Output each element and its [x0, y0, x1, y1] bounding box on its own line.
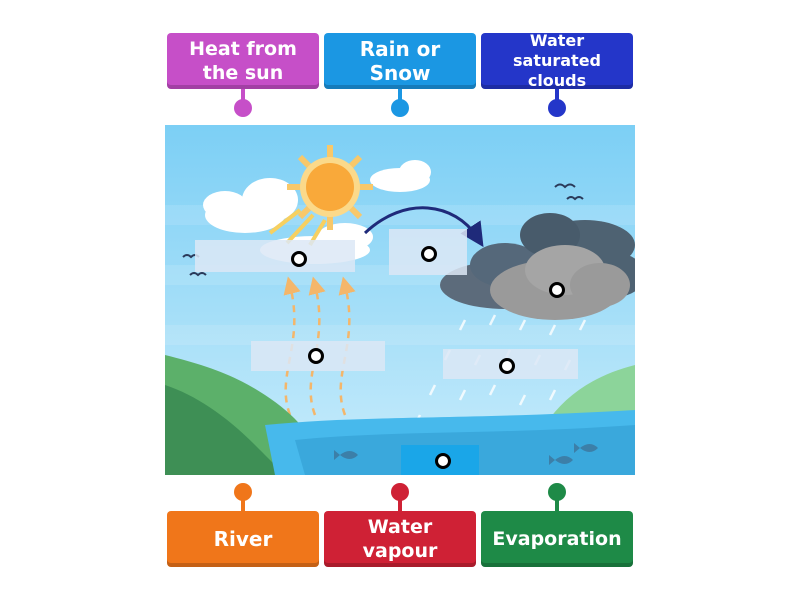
tile-connector: [398, 499, 402, 511]
label-tile-water-saturated-clouds[interactable]: Water saturated clouds: [481, 31, 633, 90]
fish-icon: [334, 443, 598, 465]
water-cycle-diagram: [165, 125, 635, 475]
tile-connector: [398, 89, 402, 101]
tile-connector: [241, 499, 245, 511]
tile-knob[interactable]: [391, 99, 409, 117]
label-tile-water-vapour[interactable]: Water vapour: [324, 511, 476, 567]
tile-knob[interactable]: [548, 483, 566, 501]
arrow-icon: [363, 206, 484, 248]
label-tile-rain-or-snow[interactable]: Rain or Snow: [324, 33, 476, 89]
pin-clouds[interactable]: [549, 282, 565, 298]
tile-connector: [555, 499, 559, 511]
drop-zone-heat[interactable]: [195, 240, 355, 272]
label-tile-heat-from-the-sun[interactable]: Heat from the sun: [167, 33, 319, 89]
tile-knob[interactable]: [548, 99, 566, 117]
tile-label-text: Water saturated clouds: [513, 31, 601, 90]
label-tile-evaporation[interactable]: Evaporation: [481, 511, 633, 567]
tile-connector: [241, 89, 245, 101]
tile-knob[interactable]: [234, 99, 252, 117]
pin-heat[interactable]: [291, 251, 307, 267]
tile-knob[interactable]: [391, 483, 409, 501]
tile-label-text: Water vapour: [362, 516, 438, 562]
label-tile-river[interactable]: River: [167, 511, 319, 567]
tile-label-text: Evaporation: [492, 528, 622, 550]
tile-label-text: Rain or Snow: [359, 37, 441, 85]
tile-connector: [555, 89, 559, 101]
water-cycle-illustration: [165, 125, 635, 475]
pin-vapour[interactable]: [308, 348, 324, 364]
pin-rain[interactable]: [499, 358, 515, 374]
tile-label-text: River: [213, 527, 273, 551]
pin-river[interactable]: [435, 453, 451, 469]
tile-label-text: Heat from the sun: [189, 38, 297, 84]
sun-icon: [287, 145, 373, 230]
pin-arrow[interactable]: [421, 246, 437, 262]
tile-knob[interactable]: [234, 483, 252, 501]
